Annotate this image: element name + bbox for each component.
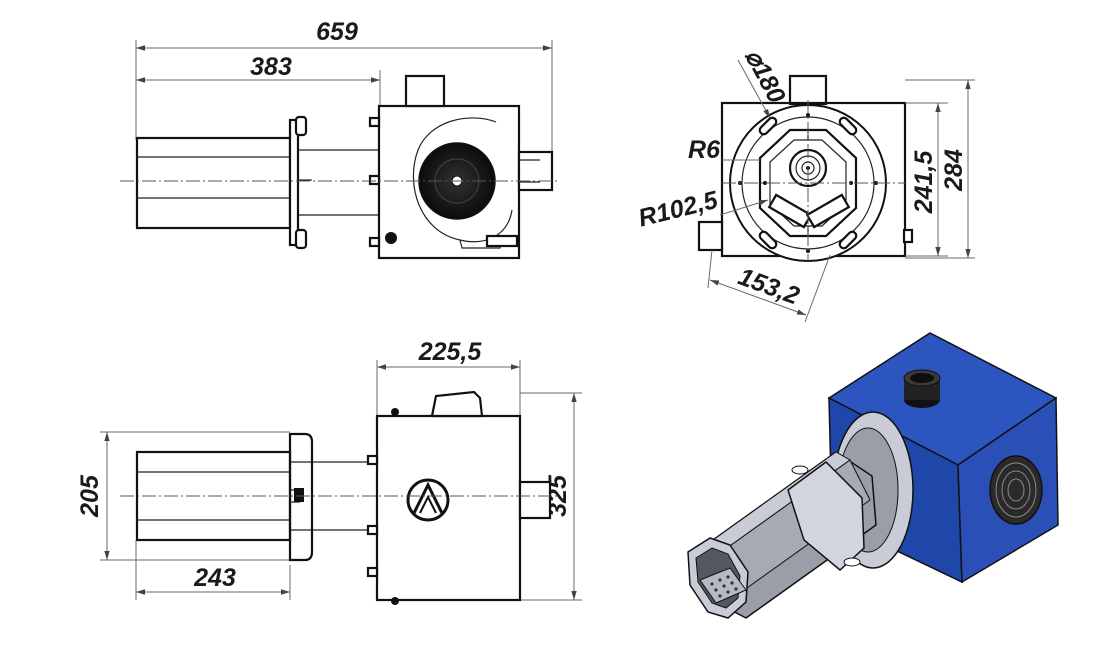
side-view: 659 383	[120, 18, 560, 260]
dim-659-label: 659	[316, 18, 358, 46]
dim-153-label: 153,2	[735, 263, 803, 311]
dim-284-label: 284	[940, 149, 968, 192]
dim-205-label: 205	[76, 474, 104, 518]
dim-225-label: 225,5	[418, 338, 483, 366]
dim-383-label: 383	[250, 53, 292, 81]
dim-243-label: 243	[193, 564, 236, 592]
front-view: ⌀180 R6 R102,5 153,2 241,5 284	[636, 45, 975, 323]
dim-r6-label: R6	[688, 136, 721, 164]
dim-241-label: 241,5	[910, 150, 938, 215]
top-view: 225,5 205 243 325	[76, 338, 582, 605]
isometric-view	[687, 332, 1059, 619]
